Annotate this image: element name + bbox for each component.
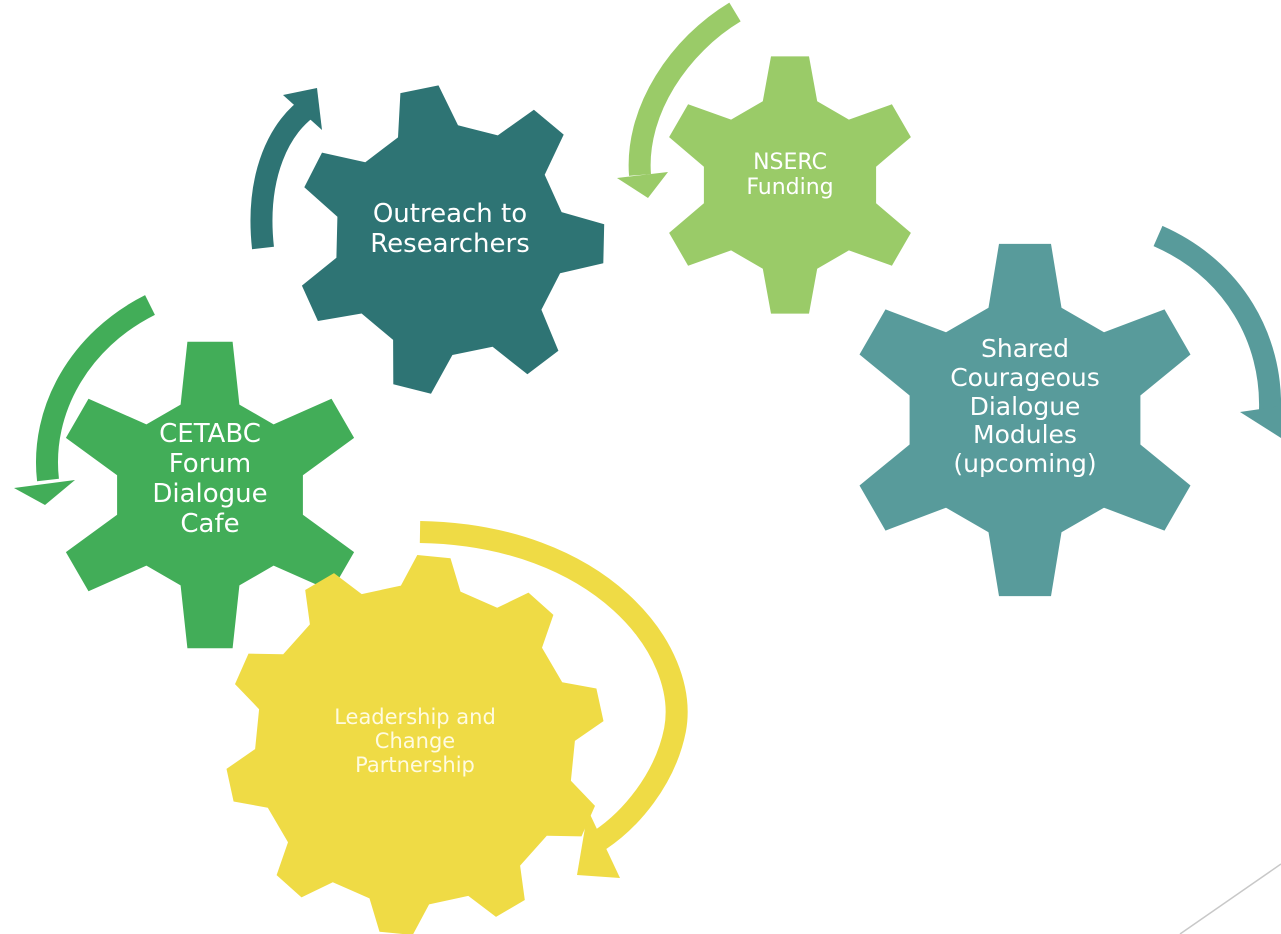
corner-divider-line (1179, 863, 1281, 934)
arrow-shared-head (1240, 406, 1281, 438)
arrow-leadership-head (577, 810, 620, 878)
arrow-outreach (250, 95, 319, 250)
arrow-nserc-head (617, 172, 668, 198)
gear-leadership (226, 555, 604, 934)
arrow-cetabc-head (14, 480, 75, 505)
gear-cetabc (65, 341, 355, 649)
gear-shared (859, 243, 1191, 597)
arrow-nserc (628, 2, 741, 176)
gear-outreach (301, 85, 605, 394)
arrow-leadership (419, 521, 688, 850)
arrow-outreach-head (283, 88, 322, 130)
gear-nserc (669, 56, 911, 314)
arrow-cetabc (36, 295, 156, 482)
arrow-shared (1153, 225, 1281, 411)
